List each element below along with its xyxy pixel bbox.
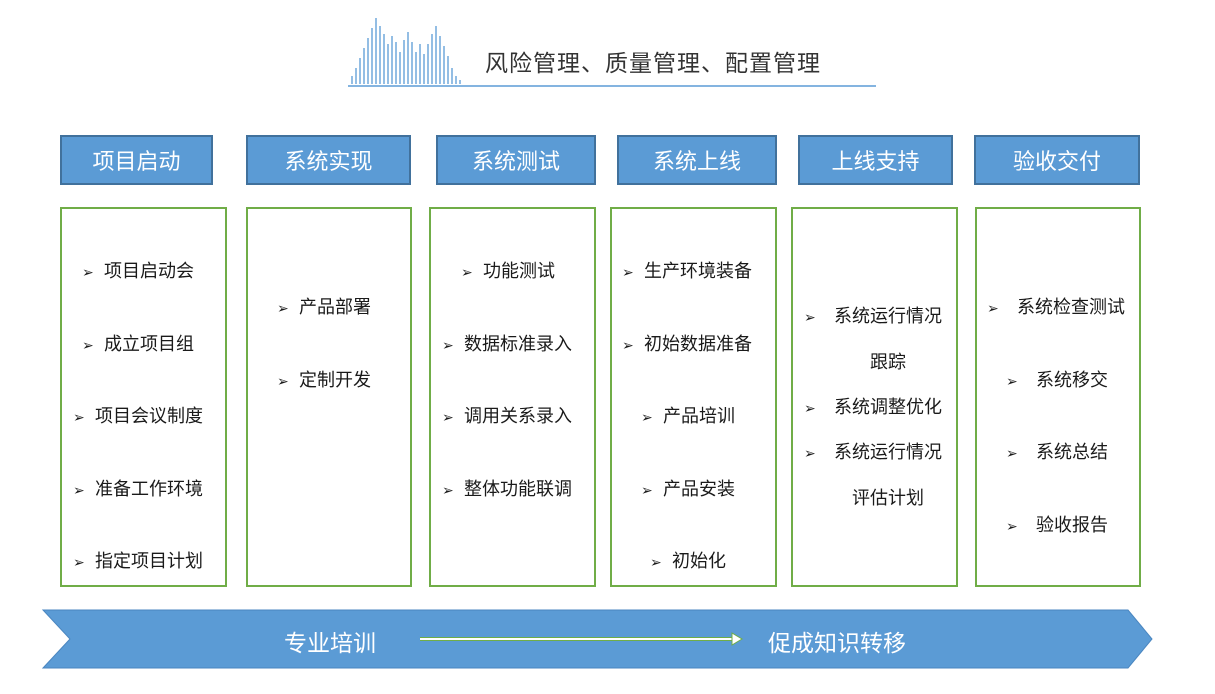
list-item: ➢验收报告 xyxy=(1006,515,1108,536)
list-item: ➢产品培训 xyxy=(641,406,735,427)
list-item: ➢系统调整优化 xyxy=(804,397,942,418)
phase-box-acceptance-delivery xyxy=(975,207,1141,587)
arrow-right-icon xyxy=(731,632,743,646)
list-item: ➢项目会议制度 xyxy=(73,406,203,427)
list-item: ➢初始数据准备 xyxy=(622,334,752,355)
arrow-bullet-icon: ➢ xyxy=(987,301,999,317)
list-item: ➢产品部署 xyxy=(277,297,371,318)
arrow-bullet-icon: ➢ xyxy=(442,483,454,499)
banner-chevron-shape xyxy=(41,609,1153,669)
list-item: ➢项目启动会 xyxy=(82,261,194,282)
list-item: ➢定制开发 xyxy=(277,370,371,391)
knowledge-transfer-banner: 专业培训 促成知识转移 xyxy=(0,608,1215,670)
arrow-bullet-icon: ➢ xyxy=(82,265,94,281)
phase-header-system-testing: 系统测试 xyxy=(436,135,596,185)
list-item-continuation: 评估计划 xyxy=(852,488,924,509)
list-item: ➢系统总结 xyxy=(1006,442,1108,463)
arrow-bullet-icon: ➢ xyxy=(461,265,473,281)
list-item: ➢调用关系录入 xyxy=(442,406,572,427)
list-item: ➢系统检查测试 xyxy=(987,297,1125,318)
arrow-bullet-icon: ➢ xyxy=(1006,374,1018,390)
banner-right-label: 促成知识转移 xyxy=(768,631,906,657)
arrow-bullet-icon: ➢ xyxy=(804,401,816,417)
phase-box-launch-support xyxy=(791,207,958,587)
list-item: ➢指定项目计划 xyxy=(73,551,203,572)
phase-header-project-start: 项目启动 xyxy=(60,135,213,185)
list-item: ➢产品安装 xyxy=(641,479,735,500)
list-item-continuation: 跟踪 xyxy=(870,352,906,373)
arrow-bullet-icon: ➢ xyxy=(622,265,634,281)
page-header: 风险管理、质量管理、配置管理 xyxy=(348,14,876,88)
phase-box-go-live xyxy=(610,207,777,587)
arrow-bullet-icon: ➢ xyxy=(73,555,85,571)
arrow-bullet-icon: ➢ xyxy=(277,301,289,317)
list-item: ➢整体功能联调 xyxy=(442,479,572,500)
arrow-bullet-icon: ➢ xyxy=(277,374,289,390)
arrow-bullet-icon: ➢ xyxy=(641,483,653,499)
phase-header-go-live: 系统上线 xyxy=(617,135,777,185)
arrow-bullet-icon: ➢ xyxy=(73,410,85,426)
arrow-bullet-icon: ➢ xyxy=(622,338,634,354)
page-title: 风险管理、质量管理、配置管理 xyxy=(485,51,821,77)
list-item: ➢初始化 xyxy=(650,551,726,572)
arrow-bullet-icon: ➢ xyxy=(82,338,94,354)
waveform-decoration xyxy=(348,18,876,87)
arrow-bullet-icon: ➢ xyxy=(650,555,662,571)
arrow-bullet-icon: ➢ xyxy=(442,410,454,426)
phase-header-launch-support: 上线支持 xyxy=(798,135,953,185)
arrow-bullet-icon: ➢ xyxy=(804,310,816,326)
list-item: ➢生产环境装备 xyxy=(622,261,752,282)
phase-box-system-implementation xyxy=(246,207,412,587)
phase-header-system-implementation: 系统实现 xyxy=(246,135,411,185)
list-item: ➢功能测试 xyxy=(461,261,555,282)
arrow-bullet-icon: ➢ xyxy=(1006,519,1018,535)
arrow-bullet-icon: ➢ xyxy=(1006,446,1018,462)
phase-box-project-start xyxy=(60,207,227,587)
list-item: ➢成立项目组 xyxy=(82,334,194,355)
arrow-bullet-icon: ➢ xyxy=(73,483,85,499)
arrow-bullet-icon: ➢ xyxy=(804,446,816,462)
list-item: ➢数据标准录入 xyxy=(442,334,572,355)
list-item: ➢系统运行情况 xyxy=(804,306,942,327)
banner-left-label: 专业培训 xyxy=(284,631,376,657)
phase-header-acceptance-delivery: 验收交付 xyxy=(974,135,1140,185)
phase-box-system-testing xyxy=(429,207,596,587)
arrow-bullet-icon: ➢ xyxy=(641,410,653,426)
list-item: ➢系统运行情况 xyxy=(804,442,942,463)
list-item: ➢系统移交 xyxy=(1006,370,1108,391)
list-item: ➢准备工作环境 xyxy=(73,479,203,500)
arrow-bullet-icon: ➢ xyxy=(442,338,454,354)
